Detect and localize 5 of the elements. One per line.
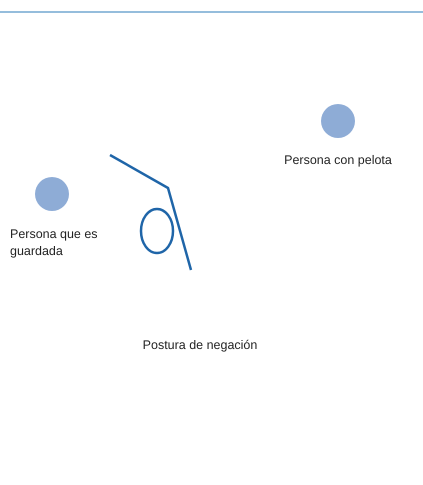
player-circle: [321, 104, 355, 138]
player-circle: [35, 177, 69, 211]
caption-text: Persona que es guardada: [10, 226, 99, 260]
caption-text: Postura de negación: [142, 337, 258, 354]
caption-text: Persona con pelota: [283, 152, 393, 169]
